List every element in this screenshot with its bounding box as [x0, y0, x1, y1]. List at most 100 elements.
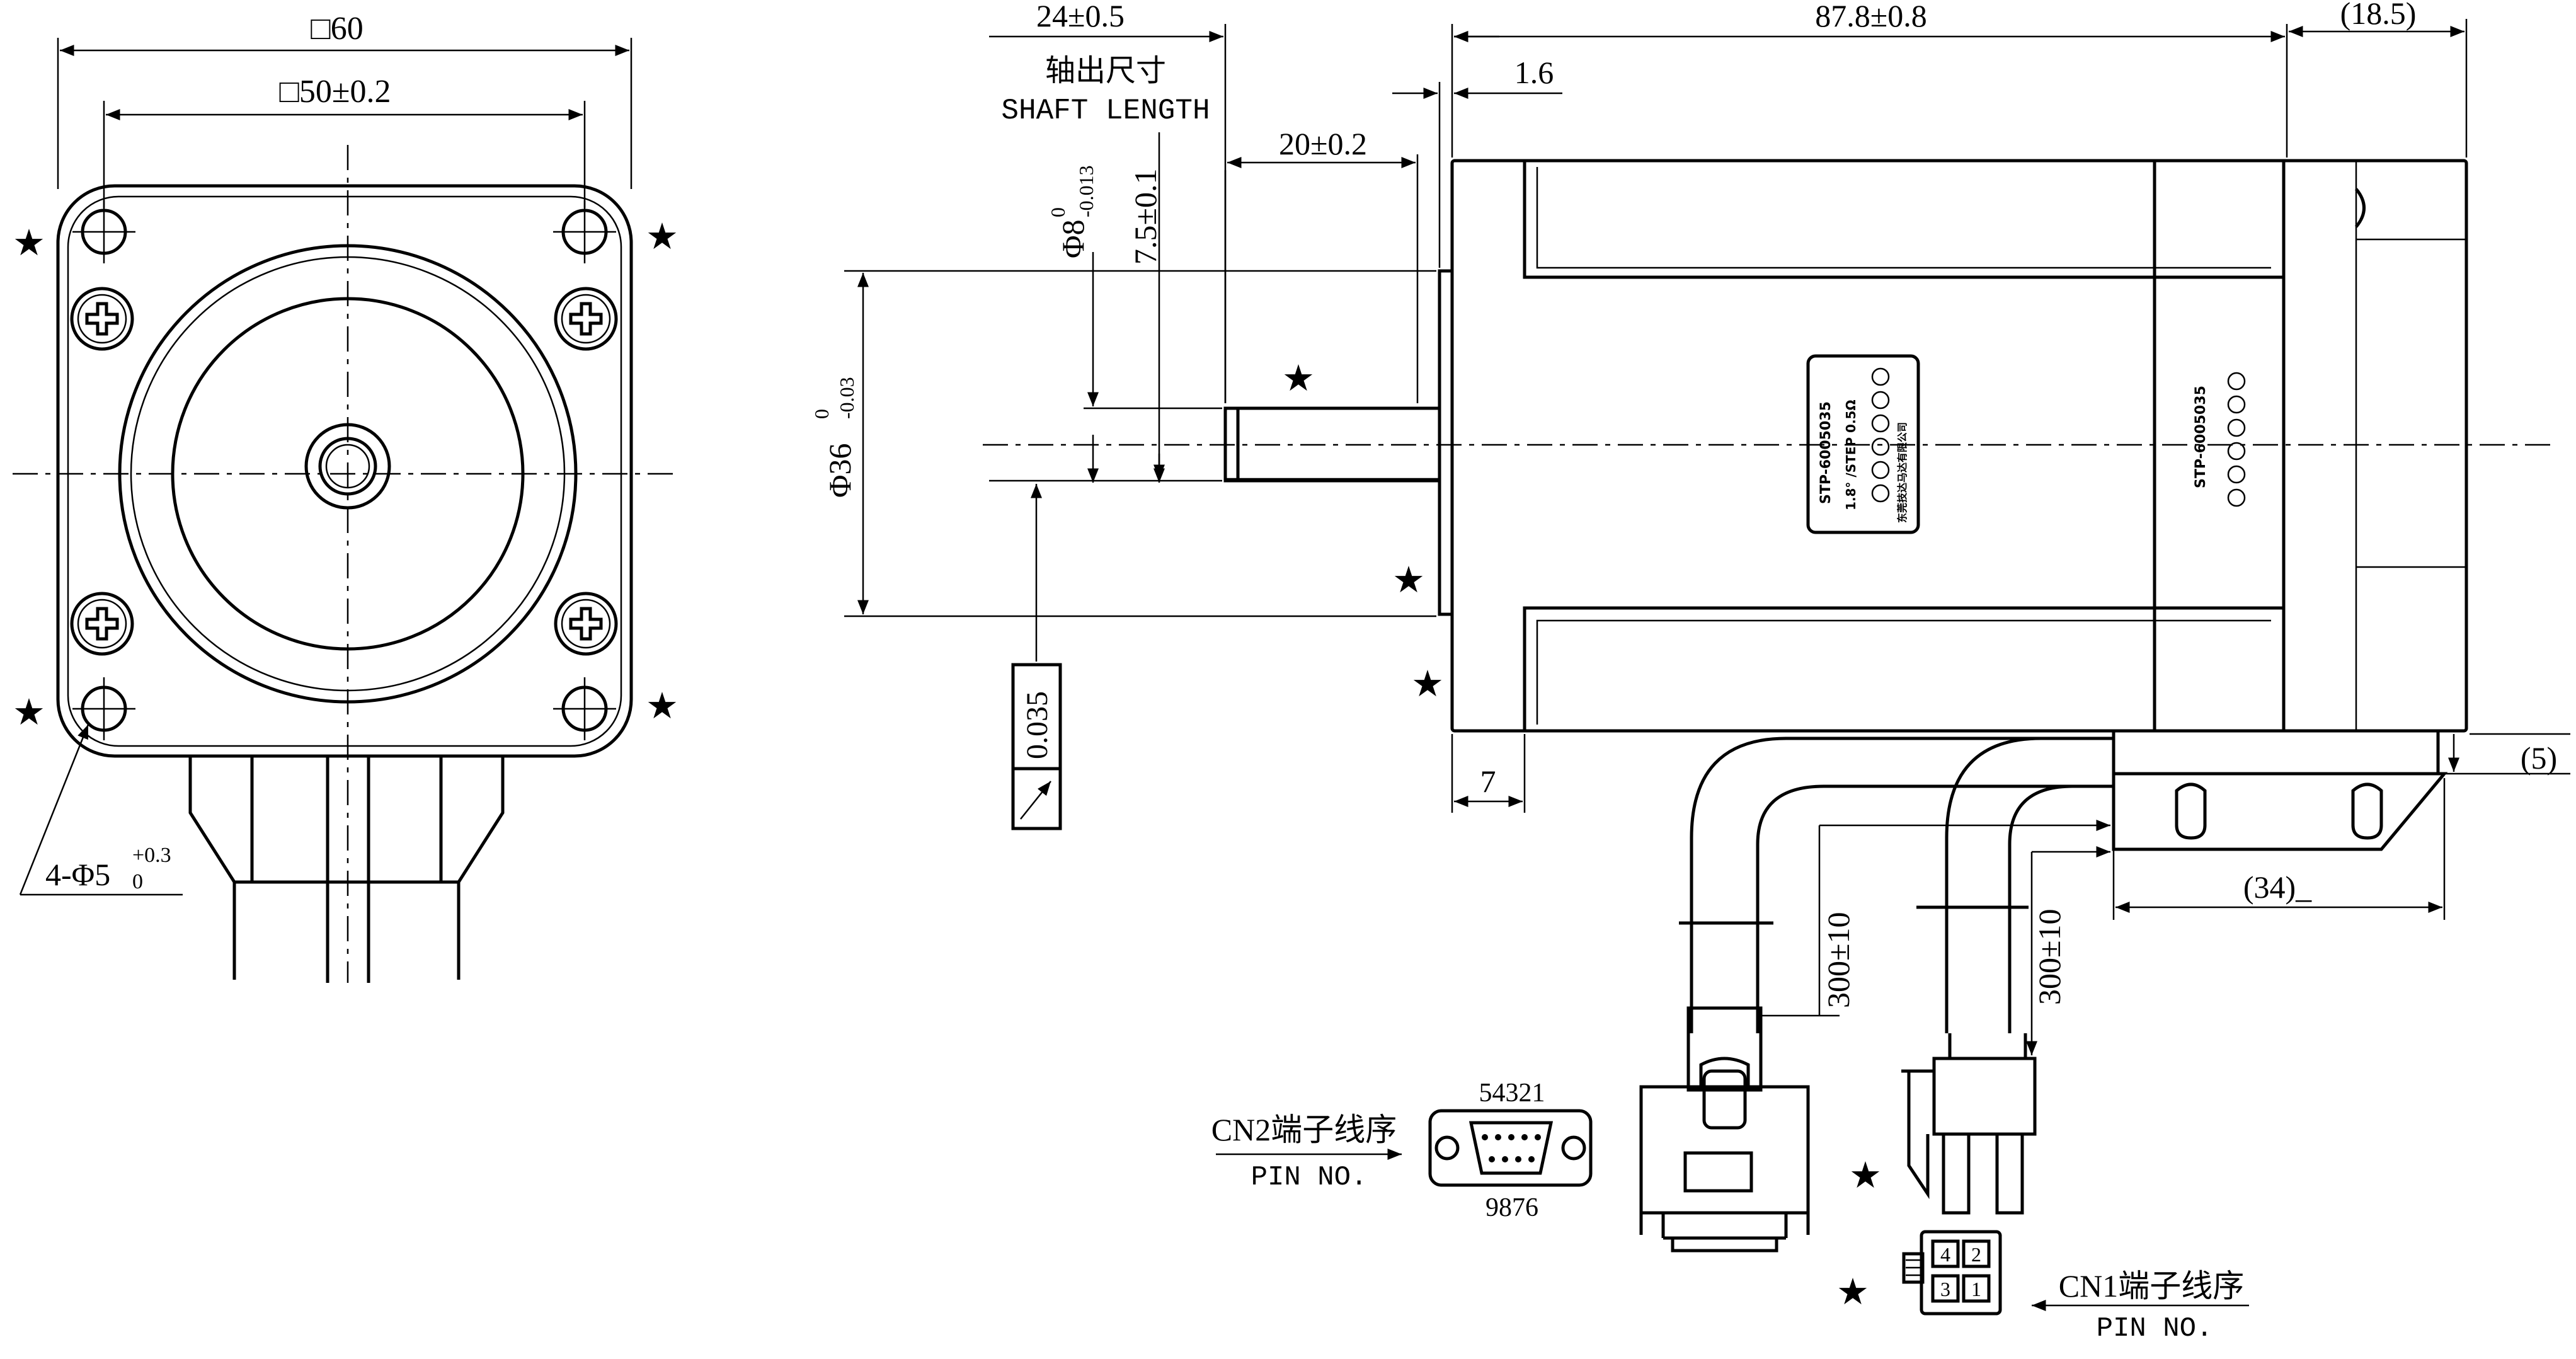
front-view: □60 □50±0.2 4-Φ5 +0.3 0 ★ ★ ★ ★ [13, 11, 680, 983]
nameplate-dots [1871, 367, 1890, 503]
cn2-shell [1428, 1109, 1593, 1187]
dim-flat-length: 20±0.2 [1224, 126, 1419, 403]
flange-square [56, 184, 633, 758]
cn1-latch [1902, 1252, 1925, 1284]
runout-tolerance: 0.035 [1011, 484, 1062, 830]
cn2-bottom-pins: 9876 [1485, 1193, 1538, 1222]
star-mark: ★ [646, 215, 678, 258]
pilot-inner-circle [171, 297, 525, 651]
cn1-pinout: 4 2 3 1 CN1端子线序 PIN NO. [1902, 1230, 2249, 1345]
cn1-pins: 4 2 3 1 [1931, 1239, 1991, 1303]
rear-connector-box [2112, 731, 2448, 851]
screws [70, 287, 618, 656]
nameplate-maker: 东莞技达马达有限公司 [1896, 422, 1908, 523]
cable1-label: 300±10 [1821, 912, 1856, 1008]
dim-flange-thickness: 1.6 [1392, 55, 1562, 268]
flange-inner-edge [67, 195, 622, 747]
mounting-holes [72, 200, 616, 740]
screw-icon [70, 287, 134, 351]
cn2-pin-label: PIN NO. [1251, 1162, 1368, 1193]
screw-icon [554, 592, 618, 656]
nameplate-spec: 1.8° /STEP 0.5Ω [1843, 400, 1858, 510]
flat-length-label: 20±0.2 [1279, 126, 1367, 161]
holes-tol-upper: +0.3 [132, 844, 171, 867]
shaft-dia-tol-lower: -0.013 [1075, 165, 1097, 217]
flat-depth-label: 7.5±0.1 [1128, 169, 1163, 265]
connector-offset-label: (5) [2521, 740, 2557, 776]
rear-length-label: (18.5) [2340, 0, 2417, 31]
cn2-top-pins: 54321 [1479, 1079, 1545, 1108]
dim-shaft-total: 24±0.5 轴出尺寸 SHAFT LENGTH [989, 0, 1499, 403]
dim-pilot-dia: Φ36 0 -0.03 [810, 270, 1436, 617]
side-view: STP-6005035 1.8° /STEP 0.5Ω 东莞技达马达有限公司 S… [810, 0, 2570, 1313]
star-mark: ★ [1849, 1154, 1882, 1196]
motor-body [1450, 159, 2468, 733]
front-flange-label: 7 [1480, 764, 1496, 799]
shaft-end [318, 437, 377, 496]
dim-body-length: 87.8±0.8 [1454, 0, 2288, 158]
connector-length-label: (34)_ [2243, 869, 2312, 905]
shaft-boss [304, 423, 391, 510]
star-mark: ★ [1282, 357, 1315, 399]
shaft-dia-label: Φ8 [1055, 219, 1091, 258]
front-flange [1438, 269, 1454, 616]
cn2-pins [1482, 1134, 1541, 1162]
cn1-pin-label: PIN NO. [2097, 1313, 2213, 1345]
cables [1679, 737, 2114, 1033]
pilot-second-circle [130, 256, 566, 692]
cn1-pin: 3 [1940, 1278, 1950, 1300]
cn2-connector [1639, 1006, 1810, 1253]
shaft-total-label: 24±0.5 [1036, 0, 1125, 33]
cn2-pinout: CN2端子线序 PIN NO. 54321 9876 [1211, 1079, 1593, 1222]
screw-icon [554, 287, 618, 351]
dim-bolt-pitch: □50±0.2 [103, 74, 586, 208]
body-fins [1523, 161, 2466, 731]
body-length-label: 87.8±0.8 [1815, 0, 1926, 33]
cn2-screw-left [1434, 1135, 1460, 1161]
shaft-dia-tol-upper: 0 [1046, 207, 1069, 217]
cn1-connector [1901, 1033, 2037, 1215]
cn1-title: CN1端子线序 [2059, 1268, 2244, 1304]
shaft-length-cn: 轴出尺寸 [1045, 54, 1166, 88]
pilot-dia-tol-upper: 0 [810, 409, 833, 419]
shaft-chamfer [325, 444, 370, 489]
star-mark: ★ [1836, 1270, 1869, 1313]
runout-label: 0.035 [1021, 691, 1054, 759]
hole-callout: 4-Φ5 +0.3 0 [19, 724, 183, 896]
dim-connector-length: (34)_ [2112, 778, 2446, 920]
dim-outer-square: □60 [57, 11, 633, 189]
front-cable-exit [188, 756, 505, 983]
outer-square-label: □60 [311, 11, 363, 47]
star-mark: ★ [646, 684, 678, 727]
holes-tol-lower: 0 [132, 870, 143, 893]
dim-rear-length: (18.5) [2289, 0, 2468, 158]
dim-cable2: 300±10 [2026, 846, 2110, 1055]
nameplate: STP-6005035 1.8° /STEP 0.5Ω 东莞技达马达有限公司 [1806, 354, 1920, 534]
cn2-title: CN2端子线序 [1211, 1112, 1397, 1147]
bolt-pitch-label: □50±0.2 [280, 74, 391, 110]
cn1-pin: 4 [1940, 1243, 1950, 1266]
dim-flat-depth: 7.5±0.1 [1128, 132, 1165, 483]
star-mark: ★ [1411, 662, 1444, 705]
cn2-trapezoid [1468, 1121, 1554, 1175]
screw-icon [70, 592, 134, 656]
star-mark: ★ [13, 691, 45, 733]
dim-cable1: 300±10 [1758, 820, 2110, 1017]
cn2-screw-right [1561, 1135, 1586, 1161]
nameplate-model: STP-6005035 [1818, 401, 1834, 504]
dim-connector-offset: (5) [2444, 733, 2570, 776]
dim-front-flange: 7 [1451, 734, 1526, 813]
rear-dots [2227, 372, 2246, 507]
shaft-length-en: SHAFT LENGTH [1001, 95, 1210, 127]
pilot-dia-tol-lower: -0.03 [835, 377, 858, 419]
pilot-dia-label: Φ36 [822, 443, 857, 498]
cn1-pin: 1 [1971, 1278, 1981, 1300]
runout-arrow-icon [1020, 781, 1051, 820]
flange-thickness-label: 1.6 [1514, 55, 1554, 90]
pilot-outer-circle [118, 244, 578, 704]
star-mark: ★ [1392, 558, 1425, 601]
cable2-label: 300±10 [2032, 909, 2067, 1005]
holes-label: 4-Φ5 [45, 857, 110, 892]
cn1-pin: 2 [1971, 1243, 1981, 1266]
